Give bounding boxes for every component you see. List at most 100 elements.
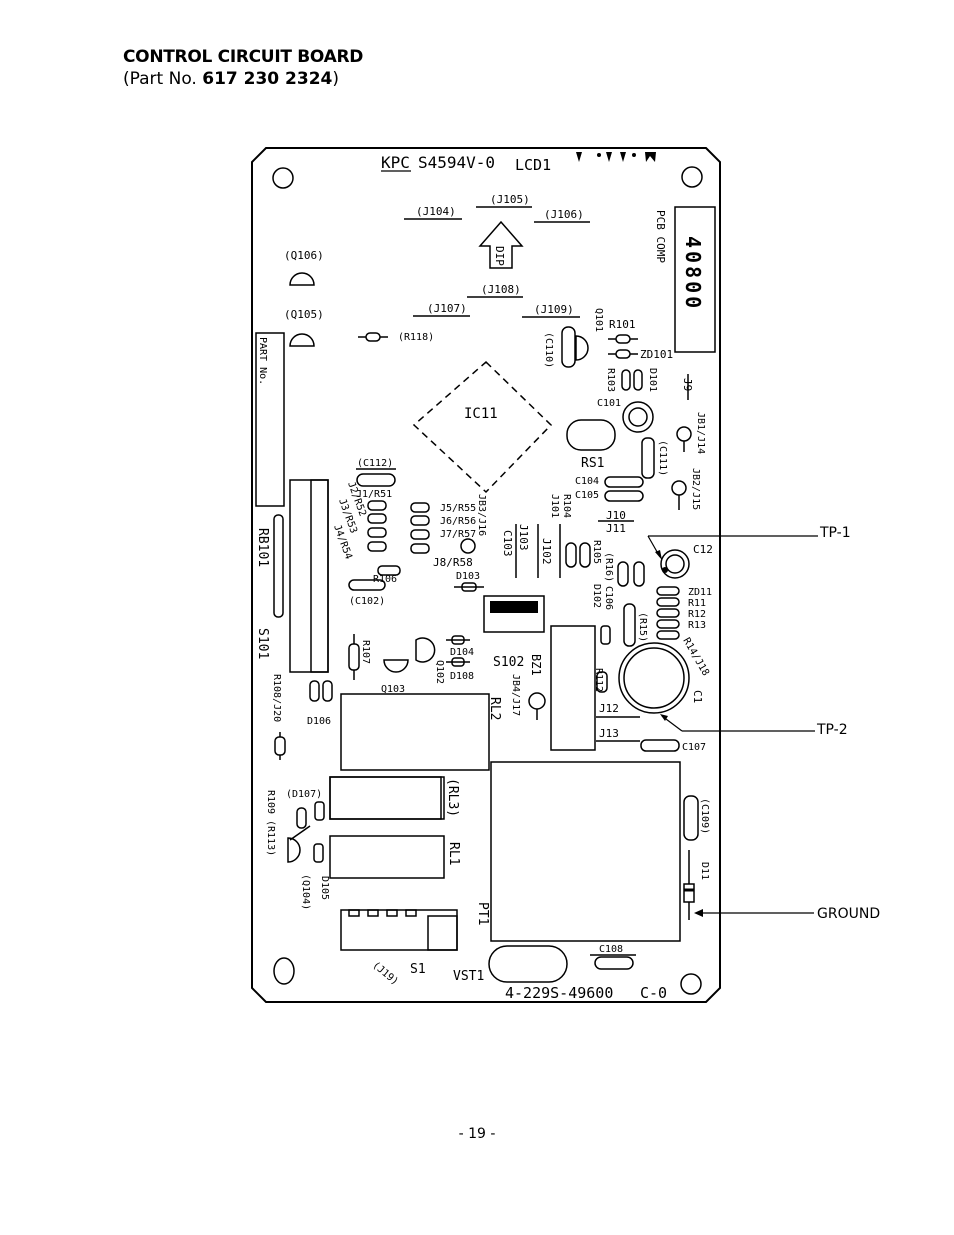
q103-outline [383, 659, 409, 673]
c110-outline [561, 326, 576, 368]
pcb-comp-label: PCB COMP [654, 210, 667, 263]
label-jb4j17: JB4/J17 [510, 674, 521, 716]
label-j105: (J105) [490, 193, 530, 206]
board-revision: C-0 [640, 984, 667, 1002]
part-no-box [255, 332, 285, 507]
label-rs1: RS1 [581, 456, 604, 471]
dip-arrow [478, 220, 524, 269]
label-r107: R107 [360, 640, 371, 664]
label-c104: C104 [575, 476, 599, 487]
resistor-bank-j1-j4 [367, 500, 387, 552]
label-j8r58: J8/R58 [433, 556, 473, 569]
part-number-line: (Part No. 617 230 2324) [123, 68, 363, 90]
label-j19: (J19) [370, 960, 400, 988]
mount-hole-tl [272, 167, 294, 189]
label-j104: (J104) [416, 205, 456, 218]
label-c112: (C112) [357, 458, 393, 469]
pcb-number: 40800 [681, 236, 705, 311]
label-d103: D103 [456, 571, 480, 582]
q101-outline [575, 335, 589, 361]
label-j106: (J106) [544, 208, 584, 221]
mount-hole-tr [681, 166, 703, 188]
q104-outline [287, 837, 301, 863]
label-c1: C1 [691, 690, 704, 703]
label-c110: (C110) [543, 332, 554, 368]
label-c107: C107 [682, 742, 706, 753]
rs1-outline [566, 419, 616, 451]
q105-outline [289, 333, 315, 347]
label-vst1: VST1 [453, 969, 484, 984]
callout-tp2: TP-2 [816, 722, 848, 738]
part-suffix: ) [332, 69, 339, 89]
document-title: CONTROL CIRCUIT BOARD [123, 47, 364, 67]
label-r14j18: R14/J18 [680, 636, 711, 678]
label-pt1: PT1 [475, 902, 490, 925]
q102-outline [415, 637, 436, 663]
page-number: - 19 - [458, 1126, 496, 1142]
label-s102: S102 [493, 655, 524, 670]
part-no-label: PART No. [257, 337, 268, 385]
resistor-bank-r11-r13 [656, 586, 680, 640]
callout-ground: GROUND [817, 906, 880, 922]
c1-outline [618, 642, 690, 714]
label-q105: (Q105) [284, 308, 324, 321]
c101-outline [622, 401, 654, 433]
label-c108: C108 [599, 944, 623, 955]
resistor-bank-j5-j8 [410, 502, 430, 554]
lcd-pins [576, 152, 656, 162]
label-j10: J10 [606, 509, 626, 522]
label-c12: C12 [693, 543, 713, 556]
label-j108: (J108) [481, 283, 521, 296]
mount-hole-br [680, 973, 702, 995]
s102-module [550, 625, 596, 751]
label-r109: R109 [265, 790, 276, 814]
label-jb3j16: JB3/J16 [476, 494, 487, 536]
label-r108j20: R108/J20 [271, 674, 282, 722]
board-outline [251, 147, 721, 1003]
bottom-code: 4-229S-49600 [505, 984, 613, 1002]
label-d107: (D107) [286, 789, 322, 800]
label-r104: R104 [561, 494, 572, 518]
label-c111: (C111) [657, 440, 668, 476]
label-d102: D102 [591, 584, 602, 608]
dip-label: DIP [493, 246, 506, 266]
label-c106: C106 [603, 586, 614, 610]
label-r105: R105 [591, 540, 602, 564]
c111-outline [641, 437, 655, 479]
label-r16: (R16) [603, 552, 614, 582]
label-j5r55: J5/R55 [440, 503, 476, 514]
q106-outline [289, 272, 315, 286]
label-d104: D104 [450, 647, 474, 658]
label-j6r56: J6/R56 [440, 516, 476, 527]
pt1-outline [490, 761, 681, 942]
label-d108: D108 [450, 671, 474, 682]
vst1-outline [488, 945, 568, 983]
label-j101: J101 [549, 494, 560, 518]
label-q103: Q103 [381, 684, 405, 695]
ic11-outline [412, 360, 553, 494]
label-r15: (R15) [637, 612, 648, 642]
label-rl2: RL2 [487, 697, 502, 720]
board-model: S4594V-0 [418, 153, 495, 172]
label-jb1j14: JB1/J14 [695, 412, 706, 454]
board-maker: KPC [381, 153, 410, 172]
connector-block [483, 595, 545, 633]
label-q102: Q102 [434, 660, 445, 684]
label-bz1: BZ1 [529, 654, 543, 676]
label-j12: J12 [599, 702, 619, 715]
label-r113: (R113) [265, 820, 276, 856]
pcb-number-box [674, 206, 716, 353]
label-zd101: ZD101 [640, 348, 673, 361]
rb101-outline [289, 479, 329, 673]
rl2-outline [340, 693, 490, 771]
label-r103: R103 [605, 368, 616, 392]
label-d101: D101 [647, 368, 658, 392]
label-j13: J13 [599, 727, 619, 740]
label-j107: (J107) [427, 302, 467, 315]
label-j109: (J109) [534, 303, 574, 316]
label-r11: R11 [688, 598, 706, 609]
label-q101: Q101 [593, 308, 604, 332]
label-c103: C103 [501, 530, 514, 557]
c12-outline [660, 549, 690, 579]
label-c101: C101 [597, 398, 621, 409]
